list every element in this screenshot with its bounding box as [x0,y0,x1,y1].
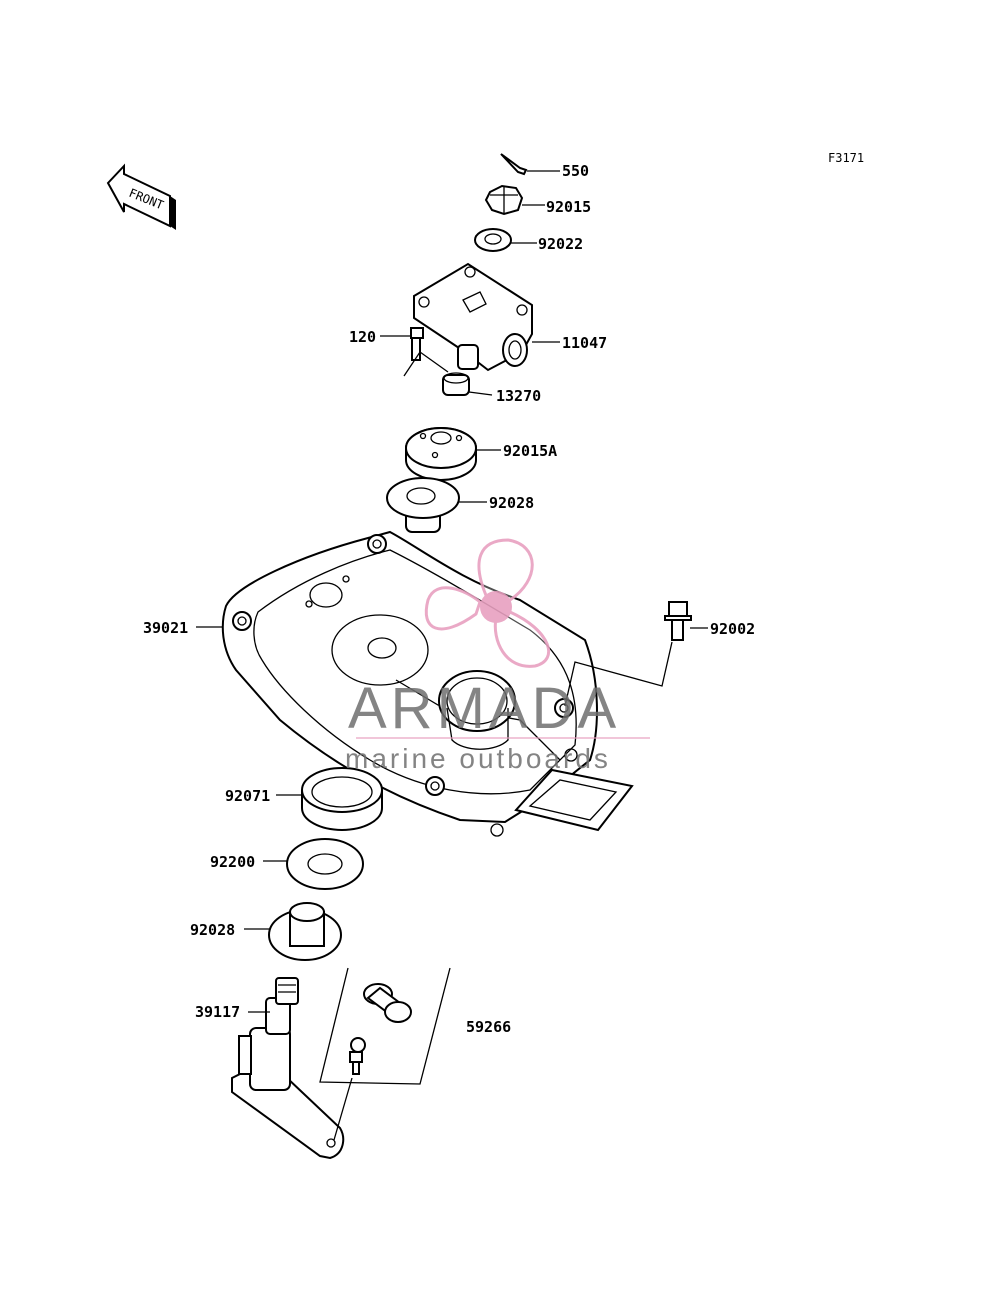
part-92022-washer [474,228,537,252]
watermark-subtitle: marine outboards [345,743,611,774]
label-550: 550 [562,162,589,180]
label-39117: 39117 [195,1003,240,1021]
propeller-logo-icon [424,538,551,668]
part-92002-bolt [564,601,708,707]
part-92015a-flange [405,427,501,481]
label-92015a: 92015A [503,442,557,460]
label-11047: 11047 [562,334,607,352]
label-39021: 39021 [143,619,188,637]
label-120: 120 [349,328,376,346]
part-550-cotter-pin [500,153,560,176]
label-59266: 59266 [466,1018,511,1036]
part-13270-bushing [442,372,493,396]
armada-logo-watermark: ARMADA marine outboards [345,538,650,774]
part-92028-top-bushing [386,477,487,533]
part-11047-bracket [413,262,560,372]
part-92028-bottom-bushing [244,902,342,961]
watermark-title: ARMADA [348,676,620,741]
part-39117-steering-arm [231,977,345,1160]
part-92015-castle-nut [484,184,545,216]
part-120-bolt [380,327,449,377]
label-92002: 92002 [710,620,755,638]
front-arrow-icon: FRONT [106,163,176,230]
label-13270: 13270 [496,387,541,405]
label-92022: 92022 [538,235,583,253]
label-92028-bottom: 92028 [190,921,235,939]
label-92015: 92015 [546,198,591,216]
part-92071-seal [276,767,383,831]
part-92200-washer [263,838,364,890]
drawing-code: F3171 [828,151,864,165]
label-92200: 92200 [210,853,255,871]
part-59266-kit [319,967,451,1141]
label-92071: 92071 [225,787,270,805]
label-92028-top: 92028 [489,494,534,512]
